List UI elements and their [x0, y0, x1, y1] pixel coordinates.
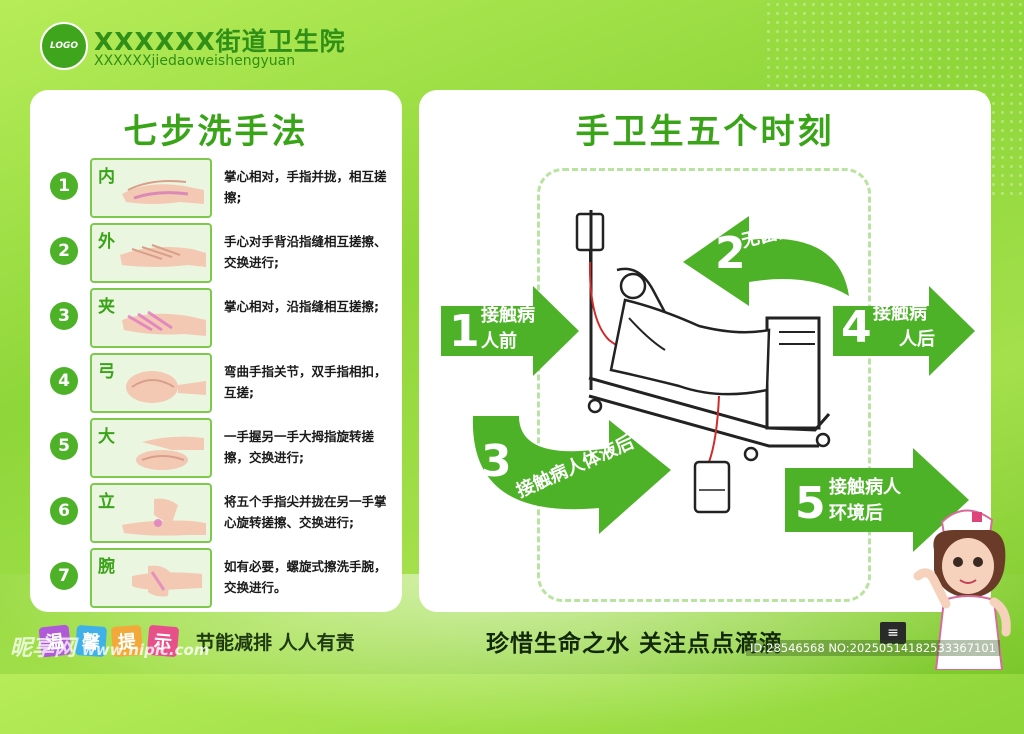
hand-illustration: 内 [90, 158, 212, 218]
hand-illustration: 夹 [90, 288, 212, 348]
step-char: 腕 [98, 557, 115, 577]
hands-palm-icon [122, 180, 204, 204]
step-item: 6 立 将五个手指尖并拢在另一手掌心旋转搓擦、交换进行; [50, 483, 390, 543]
logo: LOGO [40, 22, 88, 70]
step-text: 掌心相对，手指并拢，相互搓擦; [224, 169, 387, 205]
step-char: 大 [98, 427, 115, 447]
step-number: 5 [50, 432, 78, 460]
moment-number: 1 [449, 306, 480, 357]
step-text: 弯曲手指关节，双手指相扣，互搓; [224, 364, 387, 400]
moment-label: 环境后 [829, 503, 883, 524]
step-number: 6 [50, 497, 78, 525]
moment-label: 接触病 [481, 305, 535, 326]
watermark: 昵享网 www.nipic.com [10, 630, 209, 662]
step-text: 一手握另一手大拇指旋转搓擦，交换进行; [224, 429, 375, 465]
hands-knuckle-icon [126, 371, 206, 403]
id-icon: ≡ [880, 622, 906, 644]
nurse-cartoon [913, 509, 1011, 670]
step-number: 4 [50, 367, 78, 395]
hand-illustration: 立 [90, 483, 212, 543]
seven-step-panel: 七步洗手法 1 内 掌心相对，手指并拢，相互搓擦; 2 外 手心对手背沿指缝相互… [30, 90, 402, 612]
step-item: 3 夹 掌心相对，沿指缝相互搓擦; [50, 288, 390, 348]
hands-interlace-icon [122, 310, 206, 336]
patient-bed-illustration [575, 210, 831, 514]
step-number: 2 [50, 237, 78, 265]
moment-1-arrow-icon [441, 286, 579, 376]
moment-2-arrow-icon [683, 216, 849, 306]
slogan-right: 珍惜生命之水 关注点点滴滴 [486, 631, 784, 657]
moment-5-arrow-icon [785, 448, 969, 552]
hands-thumb-icon [136, 436, 204, 470]
step-char: 内 [98, 167, 115, 187]
hand-illustration: 弓 [90, 353, 212, 413]
step-item: 4 弓 弯曲手指关节，双手指相扣，互搓; [50, 353, 390, 413]
step-text: 手心对手背沿指缝相互搓擦、交换进行; [224, 234, 387, 270]
step-item: 1 内 掌心相对，手指并拢，相互搓擦; [50, 158, 390, 218]
step-text: 掌心相对，沿指缝相互搓擦; [224, 299, 379, 314]
moment-4-arrow-icon [833, 286, 975, 376]
hands-wrist-icon [132, 565, 202, 597]
dashed-frame [537, 168, 871, 602]
hands-back-icon [120, 244, 206, 267]
moment-3-arrow-icon [472, 416, 671, 534]
step-char: 外 [98, 232, 115, 252]
org-pinyin: XXXXXXjiedaoweishengyuan [94, 53, 296, 69]
step-char: 立 [98, 492, 115, 512]
step-text: 如有必要，螺旋式擦洗手腕，交换进行。 [224, 559, 387, 595]
step-char: 弓 [98, 362, 115, 382]
watermark-url: www.nipic.com [82, 641, 210, 659]
step-text: 将五个手指尖并拢在另一手掌心旋转搓擦、交换进行; [224, 494, 387, 530]
moment-number: 5 [795, 478, 826, 529]
hands-fingertip-icon [122, 498, 206, 536]
moment-number: 3 [481, 436, 512, 487]
step-number: 3 [50, 302, 78, 330]
hand-illustration: 腕 [90, 548, 212, 608]
moment-label: 人后 [899, 329, 935, 350]
step-number: 7 [50, 562, 78, 590]
hand-illustration: 外 [90, 223, 212, 283]
step-char: 夹 [98, 297, 115, 317]
moment-number: 2 [715, 228, 746, 279]
seven-step-title: 七步洗手法 [123, 112, 309, 152]
step-number: 1 [50, 172, 78, 200]
five-moments-title: 手卫生五个时刻 [575, 112, 835, 152]
step-item: 7 腕 如有必要，螺旋式擦洗手腕，交换进行。 [50, 548, 390, 608]
slogan-left: 节能减排 人人有责 [196, 632, 355, 654]
moment-label: 人前 [481, 331, 517, 352]
org-name: XXXXXX街道卫生院 [94, 27, 346, 56]
moment-number: 4 [841, 302, 872, 353]
five-moments-panel: 手卫生五个时刻 1 接触病 人前 [419, 90, 991, 612]
watermark-text: 昵享网 [10, 636, 77, 661]
step-item: 2 外 手心对手背沿指缝相互搓擦、交换进行; [50, 223, 390, 283]
hand-illustration: 大 [90, 418, 212, 478]
moment-label: 接触病人 [829, 477, 901, 498]
image-id: ID:28546568 NO:20250514182533367101 [746, 640, 1000, 656]
step-item: 5 大 一手握另一手大拇指旋转搓擦，交换进行; [50, 418, 390, 478]
footer-left: 温 馨 提 示 节能减排 人人有责 [38, 624, 410, 660]
moment-label: 接触病 [873, 303, 927, 324]
